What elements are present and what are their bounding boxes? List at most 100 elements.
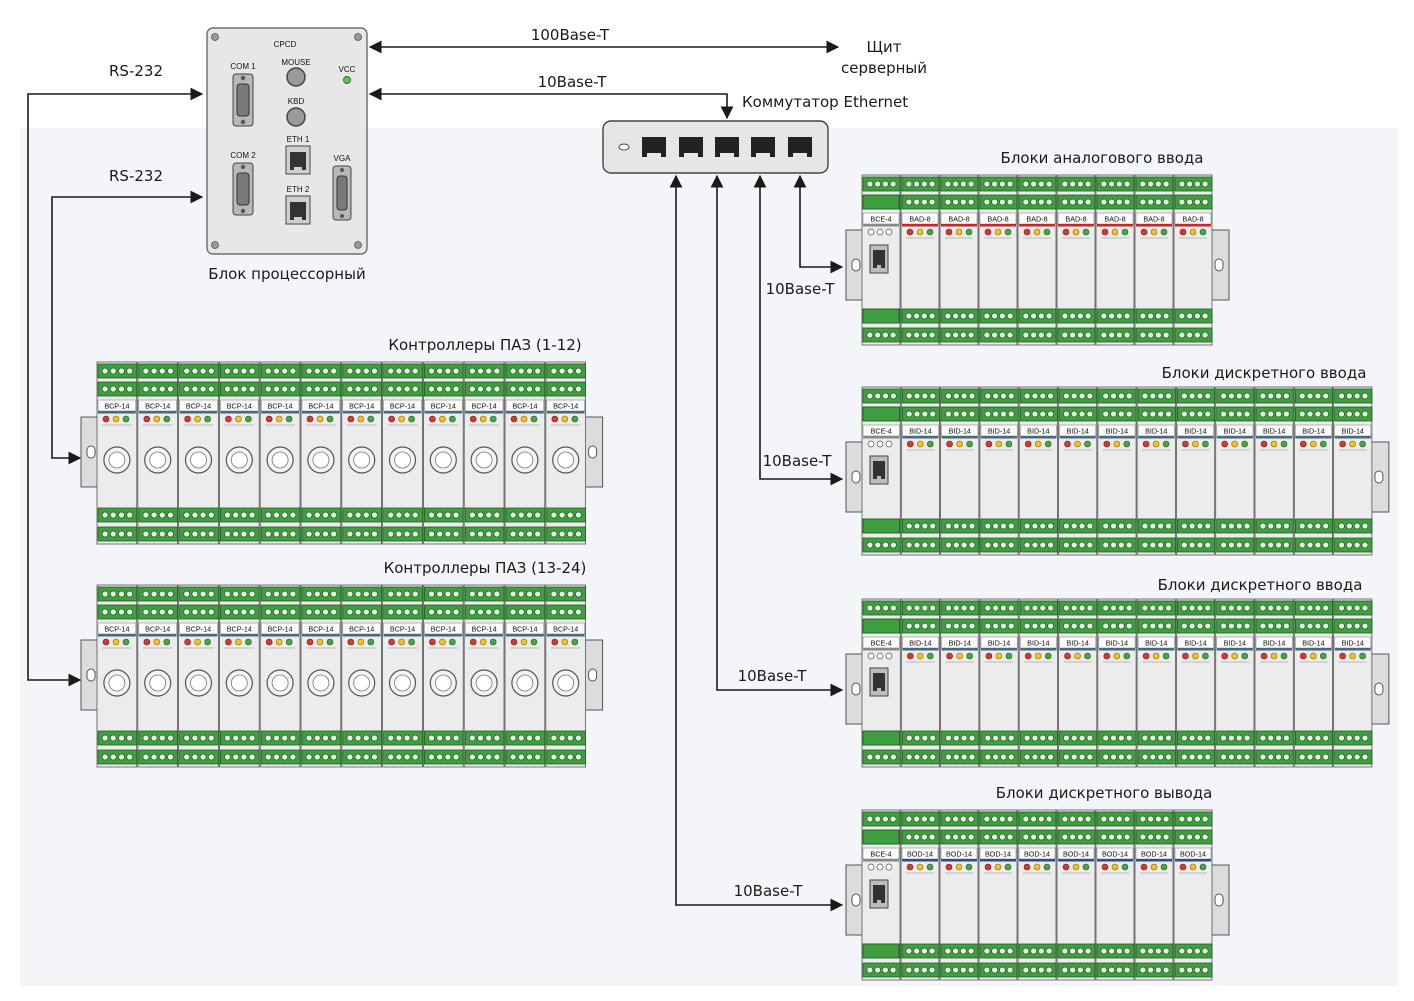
- vga-label: VGA: [334, 154, 352, 163]
- rack-din1-title: Блоки дискретного ввода: [1162, 364, 1367, 382]
- module-label: BCP-14: [553, 402, 578, 411]
- server-label-line2: серверный: [841, 59, 927, 77]
- rack-dout-title: Блоки дискретного вывода: [996, 784, 1213, 802]
- io-module: BCP-14: [382, 584, 423, 768]
- head-module: BCE-4: [861, 598, 901, 768]
- module-label: BID-14: [1302, 427, 1324, 436]
- label-10base-din2: 10Base-T: [738, 667, 808, 685]
- io-module: BCP-14: [382, 361, 423, 545]
- module-label: BCP-14: [227, 625, 252, 634]
- io-module: BCP-14: [463, 361, 505, 545]
- io-module: BOD-14: [1017, 809, 1057, 981]
- module-label: BCE-4: [871, 427, 892, 436]
- io-module: BID-14: [1018, 386, 1058, 556]
- module-label: BCP-14: [512, 402, 537, 411]
- cpu-model-label: CPCD: [274, 40, 297, 49]
- io-module: BOD-14: [1134, 809, 1174, 981]
- module-label: BID-14: [1184, 427, 1206, 436]
- io-module: BAD-8: [1095, 174, 1135, 346]
- rack-paz2-title: Контроллеры ПАЗ (13-24): [384, 559, 587, 577]
- module-label: BCP-14: [104, 402, 129, 411]
- io-module: BCP-14: [300, 361, 342, 545]
- module-label: BCP-14: [104, 625, 129, 634]
- module-label: BID-14: [988, 639, 1010, 648]
- io-module: BOD-14: [1095, 809, 1135, 981]
- eth2-port: [285, 195, 311, 225]
- mouse-port: [286, 67, 306, 87]
- label-10base-cpu: 10Base-T: [538, 73, 608, 91]
- io-module: BID-14: [1136, 598, 1176, 768]
- module-label: BAD-8: [909, 215, 930, 224]
- io-module: BCP-14: [300, 584, 342, 768]
- head-module: BCE-4: [861, 386, 901, 556]
- io-module: BID-14: [1058, 598, 1098, 768]
- io-module: BCP-14: [178, 584, 219, 768]
- io-module: BCP-14: [218, 361, 260, 545]
- module-label: BCP-14: [512, 625, 537, 634]
- io-module: BOD-14: [1056, 809, 1096, 981]
- io-module: BCP-14: [504, 361, 546, 545]
- io-module: BID-14: [940, 598, 980, 768]
- com1-label: COM 1: [230, 62, 256, 71]
- module-label: BAD-8: [1104, 215, 1125, 224]
- vcc-label: VCC: [339, 65, 356, 74]
- io-module: BCP-14: [96, 584, 138, 768]
- module-label: BOD-14: [1141, 850, 1167, 859]
- rack-din1: BCE-4 BID-14 BID-14 BID-14 BID-14 BID-14 BID-1…: [845, 386, 1390, 556]
- module-label: BID-14: [1027, 427, 1049, 436]
- head-module: BCE-4: [861, 174, 901, 346]
- module-label: BCP-14: [186, 625, 211, 634]
- module-label: BCP-14: [390, 402, 415, 411]
- module-label: BCP-14: [349, 625, 374, 634]
- io-module: BCP-14: [178, 361, 219, 545]
- io-module: BAD-8: [900, 174, 940, 346]
- module-label: BOD-14: [907, 850, 933, 859]
- io-module: BID-14: [940, 386, 980, 556]
- link-dout: [669, 174, 844, 912]
- io-module: BCP-14: [545, 361, 586, 545]
- eth1-label: ETH 1: [287, 135, 310, 144]
- rack-paz1-title: Контроллеры ПАЗ (1-12): [388, 336, 581, 354]
- eth1-port: [285, 145, 311, 175]
- label-10base-din1: 10Base-T: [763, 452, 833, 470]
- cpu-screws: [211, 33, 362, 249]
- module-label: BID-14: [988, 427, 1010, 436]
- module-label: BCP-14: [308, 402, 333, 411]
- server-label-line1: Щит: [867, 38, 902, 56]
- module-label: BID-14: [909, 427, 931, 436]
- module-label: BID-14: [1145, 427, 1167, 436]
- rack-din2-title: Блоки дискретного ввода: [1158, 576, 1363, 594]
- com2-label: COM 2: [230, 151, 256, 160]
- com2-port: [232, 162, 254, 216]
- module-label: BAD-8: [987, 215, 1008, 224]
- io-module: BOD-14: [939, 809, 979, 981]
- module-label: BAD-8: [1065, 215, 1086, 224]
- io-module: BCP-14: [137, 361, 179, 545]
- module-label: BID-14: [1263, 639, 1285, 648]
- module-label: BAD-8: [1182, 215, 1203, 224]
- module-label: BOD-14: [1180, 850, 1206, 859]
- module-label: BCP-14: [145, 402, 170, 411]
- mouse-label: MOUSE: [281, 58, 310, 67]
- io-module: BID-14: [900, 598, 940, 768]
- io-module: BID-14: [979, 386, 1019, 556]
- module-label: BOD-14: [1063, 850, 1089, 859]
- io-module: BCP-14: [504, 584, 546, 768]
- io-module: BCP-14: [422, 361, 464, 545]
- module-label: BID-14: [1145, 639, 1167, 648]
- module-label: BAD-8: [1143, 215, 1164, 224]
- module-label: BCE-4: [870, 215, 891, 224]
- cpu-caption: Блок процессорный: [208, 265, 365, 283]
- io-module: BAD-8: [1173, 174, 1213, 346]
- io-module: BID-14: [1097, 386, 1137, 556]
- module-label: BID-14: [1106, 427, 1128, 436]
- label-rs232-top: RS-232: [109, 62, 163, 80]
- module-label: BCP-14: [308, 625, 333, 634]
- module-label: BCP-14: [553, 625, 578, 634]
- io-module: BOD-14: [900, 809, 940, 981]
